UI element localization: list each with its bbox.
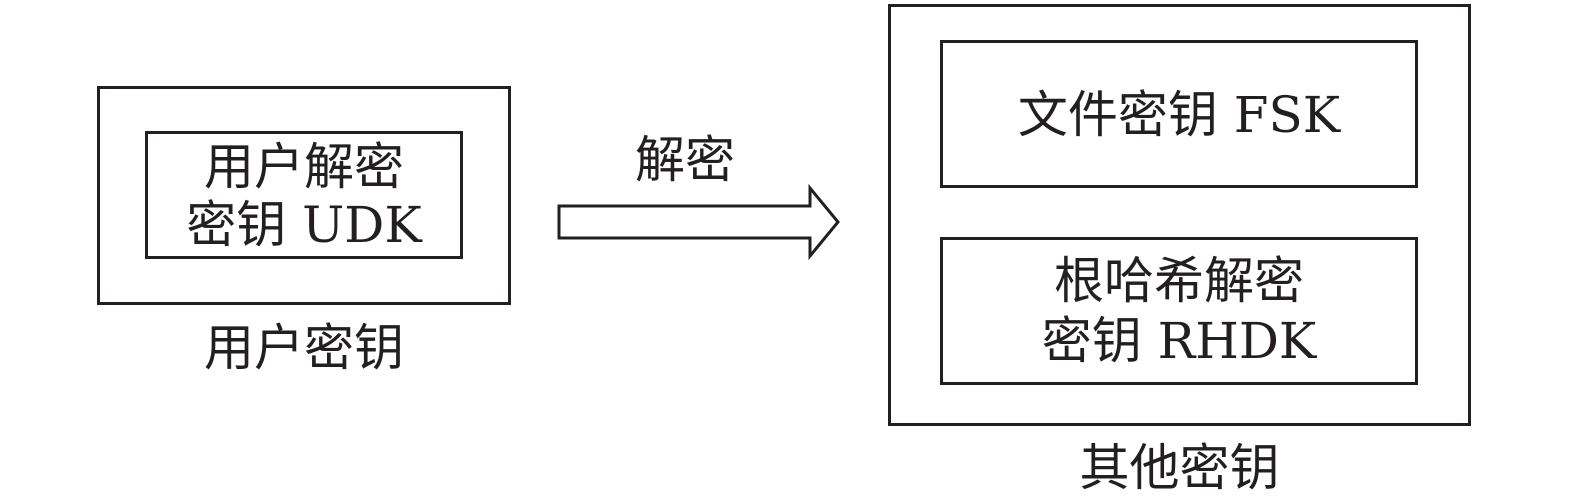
decrypt-arrow-shape <box>557 183 840 261</box>
decrypt-arrow-label: 解密 <box>635 131 735 189</box>
udk-inner-box: 用户解密 密钥 UDK <box>145 131 463 259</box>
other-keys-caption: 其他密钥 <box>1079 439 1280 497</box>
fsk-label: 文件密钥 FSK <box>1017 86 1341 144</box>
rhdk-box: 根哈希解密 密钥 RHDK <box>940 237 1418 385</box>
user-key-caption: 用户密钥 <box>204 319 404 377</box>
rhdk-label-line2: 密钥 RHDK <box>1041 312 1317 370</box>
udk-label-line1: 用户解密 <box>204 138 404 196</box>
rhdk-label-line1: 根哈希解密 <box>1054 252 1304 310</box>
fsk-box: 文件密钥 FSK <box>940 40 1418 188</box>
udk-label-line2: 密钥 UDK <box>186 196 422 254</box>
